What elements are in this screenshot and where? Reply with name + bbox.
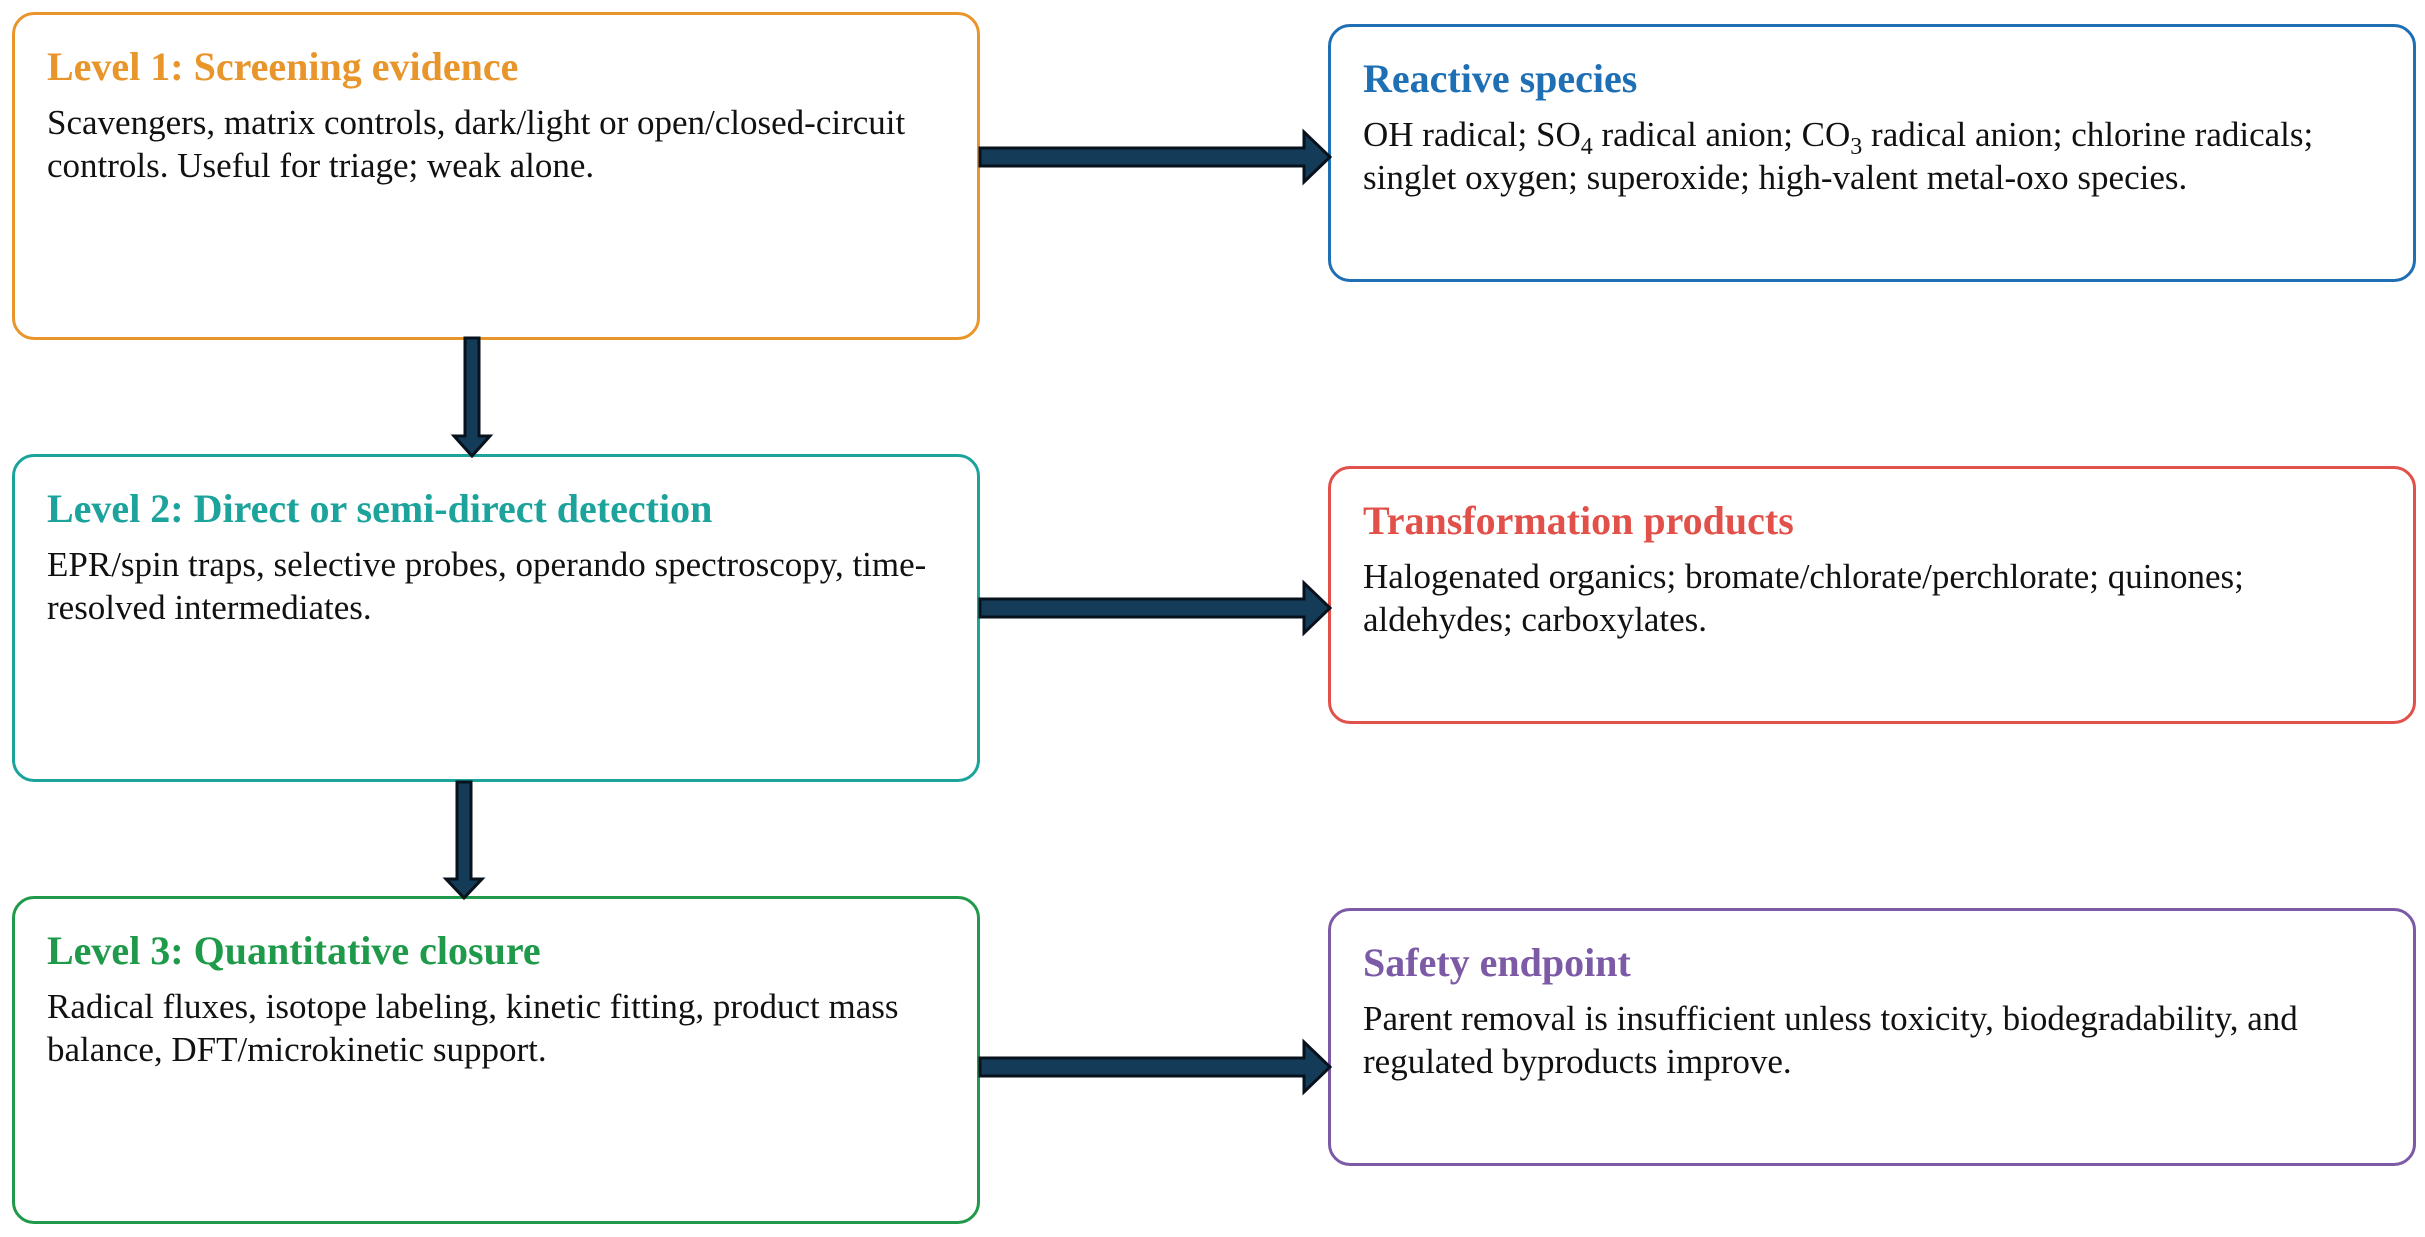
- reactive-species-text-2: radical anion; CO: [1592, 115, 1851, 154]
- carbonate-subscript: 3: [1850, 134, 1863, 160]
- safety-endpoint-description: Parent removal is insufficient unless to…: [1363, 999, 2298, 1081]
- level-1-title: Level 1: Screening evidence: [47, 44, 519, 89]
- reactive-species-title: Reactive species: [1363, 56, 1638, 101]
- reactive-species-description: OH radical; SO4 radical anion; CO3 radic…: [1363, 113, 2381, 199]
- reactive-species-box: Reactive species OH radical; SO4 radical…: [1328, 24, 2416, 282]
- transformation-products-box: Transformation products Halogenated orga…: [1328, 466, 2416, 724]
- safety-endpoint-box: Safety endpoint Parent removal is insuff…: [1328, 908, 2416, 1166]
- level-2-box: Level 2: Direct or semi-direct detection…: [12, 454, 980, 782]
- level-3-title: Level 3: Quantitative closure: [47, 928, 541, 973]
- transformation-products-description: Halogenated organics; bromate/chlorate/p…: [1363, 557, 2244, 639]
- sulfate-subscript: 4: [1580, 134, 1593, 160]
- safety-endpoint-title: Safety endpoint: [1363, 940, 1631, 985]
- level-1-box: Level 1: Screening evidence Scavengers, …: [12, 12, 980, 340]
- level-3-description: Radical fluxes, isotope labeling, kineti…: [47, 987, 899, 1069]
- arrow-level2-to-level3: [442, 780, 486, 901]
- reactive-species-text-3: radical anion; chlorine radicals; single…: [1363, 115, 2314, 197]
- arrow-level1-to-level2: [450, 336, 494, 459]
- level-1-description: Scavengers, matrix controls, dark/light …: [47, 103, 906, 185]
- level-3-box: Level 3: Quantitative closure Radical fl…: [12, 896, 980, 1224]
- transformation-products-title: Transformation products: [1363, 498, 1794, 543]
- level-2-description: EPR/spin traps, selective probes, operan…: [47, 545, 927, 627]
- arrow-level3-to-safety-endpoint: [978, 1038, 1333, 1096]
- arrow-level2-to-transformation-products: [978, 579, 1333, 637]
- level-2-title: Level 2: Direct or semi-direct detection: [47, 486, 713, 531]
- arrow-level1-to-reactive-species: [978, 128, 1333, 186]
- reactive-species-text-1: OH radical; SO: [1363, 115, 1581, 154]
